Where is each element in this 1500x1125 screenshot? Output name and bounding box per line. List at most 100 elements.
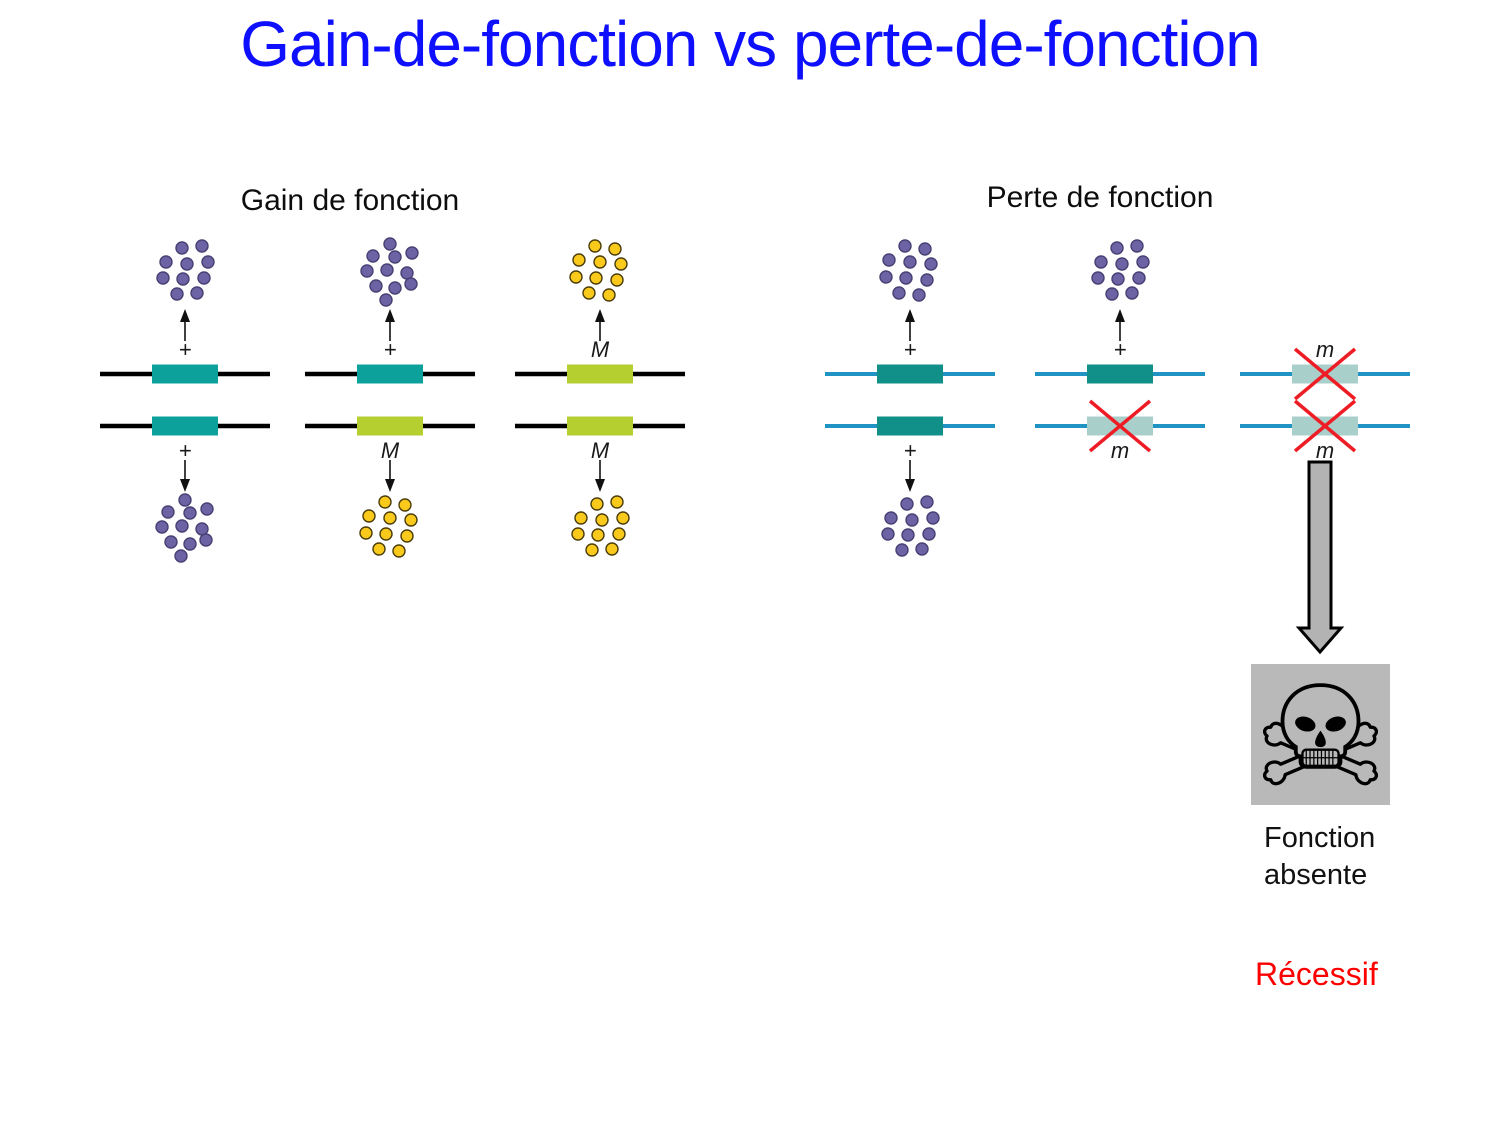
protein-dot [1130,239,1144,253]
gene-box-normal [152,416,218,436]
allele-label: m [1316,438,1334,463]
allele-label: + [384,337,397,362]
protein-dot [190,286,204,300]
protein-dot [589,271,603,285]
protein-dot [405,246,419,260]
protein-dot [591,528,605,542]
red-cross-icon [1088,399,1152,453]
protein-dot [612,527,626,541]
gene-box-normal [877,364,943,384]
protein-dot [388,250,402,264]
protein-dot [400,529,414,543]
protein-dot [183,537,197,551]
allele-label: m [1111,438,1129,463]
protein-dot [588,239,602,253]
protein-dot [616,511,630,525]
protein-dot [595,513,609,527]
protein-dot [372,542,386,556]
gain-allele-diagram-1: ++ [100,239,270,563]
down-arrow-head [180,479,190,492]
protein-dot [922,527,936,541]
protein-dot [155,520,169,534]
protein-dot [593,255,607,269]
protein-dot [879,270,893,284]
caption-line-2: absente [1264,859,1368,891]
protein-dot [900,497,914,511]
protein-dot [926,511,940,525]
up-arrow-head [385,309,395,322]
protein-dot [915,542,929,556]
protein-dot [183,506,197,520]
allele-label: M [591,438,610,463]
protein-dot [180,257,194,271]
protein-dot [359,526,373,540]
red-cross-icon [1293,347,1357,401]
up-arrow-head [595,309,605,322]
protein-dot [901,528,915,542]
protein-dot [884,511,898,525]
gene-box-normal [152,364,218,384]
protein-dot [380,263,394,277]
allele-label: + [179,337,192,362]
protein-dot [175,519,189,533]
protein-dot [571,527,585,541]
protein-dot [170,287,184,301]
protein-dot [178,493,192,507]
protein-dot [398,498,412,512]
protein-dot [383,511,397,525]
protein-dot [378,495,392,509]
perte-allele-diagram-2: +m [1035,239,1205,463]
protein-dot [156,271,170,285]
protein-dot [366,249,380,263]
up-arrow-head [1115,309,1125,322]
gene-box-normal [357,364,423,384]
protein-dot [924,257,938,271]
protein-dot [920,273,934,287]
protein-dot [602,288,616,302]
protein-dot [388,281,402,295]
protein-dot [572,253,586,267]
gene-box-normal [877,416,943,436]
down-arrow-head [595,479,605,492]
recessive-label: Récessif [1255,956,1378,992]
allele-label: M [591,337,610,362]
protein-dot [362,509,376,523]
allele-label: + [904,337,917,362]
protein-dot [614,257,628,271]
protein-dot [569,270,583,284]
protein-dot [195,239,209,253]
protein-dot [400,266,414,280]
gene-box-gain_mutant [357,416,423,436]
protein-dot [590,497,604,511]
gene-box-normal [1087,364,1153,384]
perte-section-heading: Perte de fonction [986,181,1214,214]
protein-dot [1136,255,1150,269]
perte-allele-diagram-1: ++ [825,239,995,557]
protein-dot [201,255,215,269]
protein-dot [912,288,926,302]
absent-function-caption: Fonction absente [1264,820,1375,894]
protein-dot [383,237,397,251]
protein-dot [905,513,919,527]
protein-dot [899,271,913,285]
allele-label: + [179,438,192,463]
protein-dot [1111,272,1125,286]
gain-allele-diagram-2: +M [305,237,475,558]
protein-dot [882,253,896,267]
protein-dot [1115,257,1129,271]
protein-dot [1125,286,1139,300]
down-arrow-icon [1295,460,1345,655]
protein-dot [903,255,917,269]
protein-dot [360,264,374,278]
gain-section-heading: Gain de fonction [240,184,460,217]
protein-dot [159,255,173,269]
protein-dot [610,273,624,287]
protein-dot [585,543,599,557]
protein-dot [605,542,619,556]
down-arrow-head [385,479,395,492]
protein-dot [881,527,895,541]
gain-allele-diagram-3: MM [515,239,685,557]
caption-line-1: Fonction [1264,822,1376,854]
protein-dot [392,544,406,558]
